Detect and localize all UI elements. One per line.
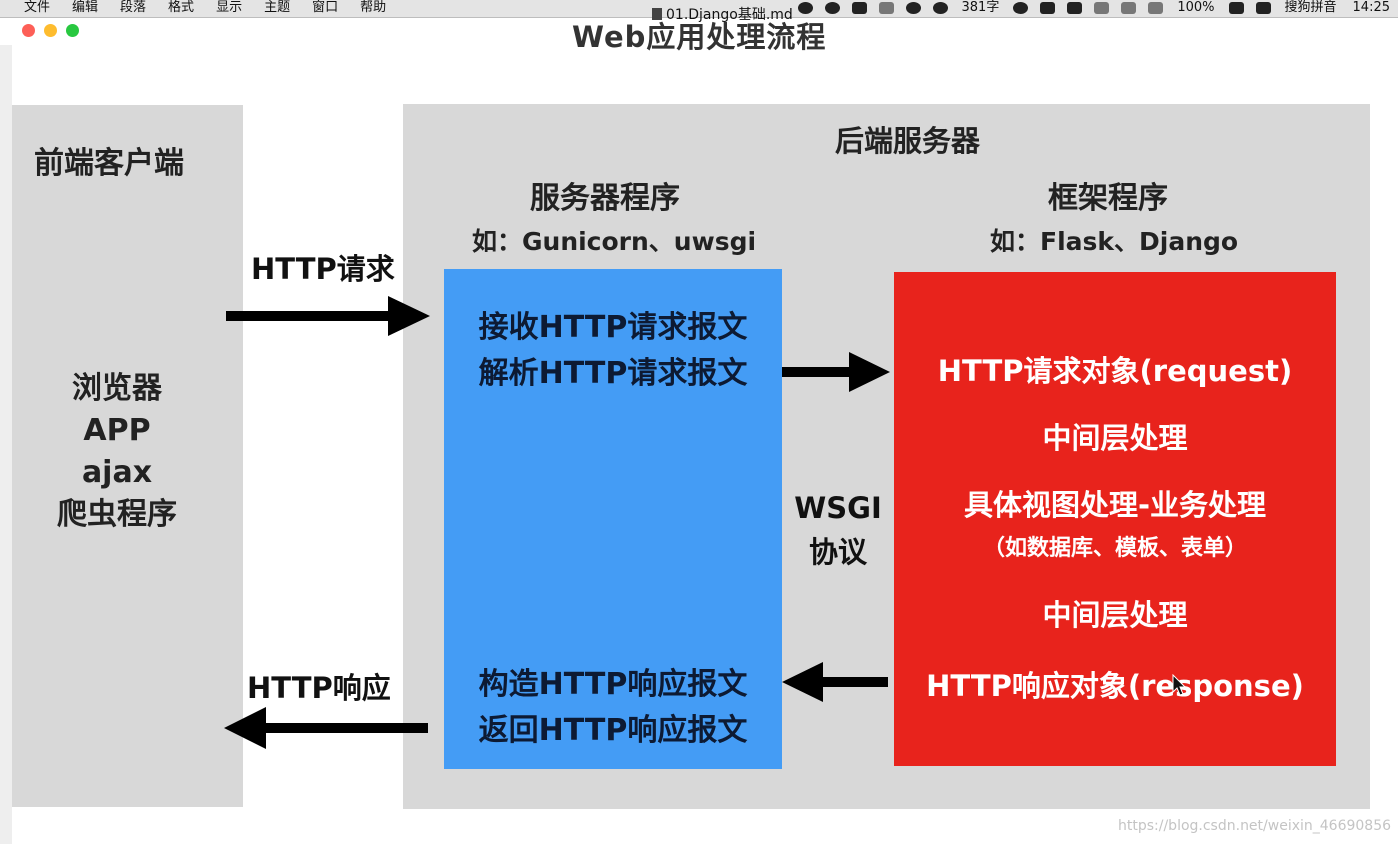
client-item: 浏览器 xyxy=(72,371,162,406)
app-status-icon[interactable] xyxy=(797,1,813,14)
framework-step: HTTP响应对象(response) xyxy=(926,669,1304,703)
diagram-title: Web应用处理流程 xyxy=(572,20,827,54)
window-titlebar xyxy=(0,17,1398,45)
backend-title: 后端服务器 xyxy=(835,124,981,158)
minimize-window-button[interactable] xyxy=(44,24,57,37)
window-title: 01.Django基础.md xyxy=(652,4,793,24)
client-title: 前端客户端 xyxy=(34,146,184,181)
battery-percent: 100% xyxy=(1177,0,1215,15)
framework-step: 中间层处理 xyxy=(1042,421,1188,455)
client-list: 浏览器 APP ajax 爬虫程序 xyxy=(12,368,222,536)
server-step: 解析HTTP请求报文 xyxy=(478,356,748,391)
server-step: 接收HTTP请求报文 xyxy=(478,310,748,345)
client-item: ajax xyxy=(81,455,153,490)
framework-step: 中间层处理 xyxy=(1042,598,1188,632)
system-menubar: 文件 编辑 段落 格式 显示 主题 窗口 帮助 381字 100% 搜狗拼音 1… xyxy=(0,0,1398,18)
cloud-icon[interactable] xyxy=(905,1,921,14)
menu-theme[interactable]: 主题 xyxy=(264,0,291,15)
document-icon xyxy=(652,8,662,20)
http-request-label: HTTP请求 xyxy=(251,252,395,286)
server-step: 返回HTTP响应报文 xyxy=(478,713,748,748)
bluetooth-icon[interactable] xyxy=(1094,1,1110,14)
mouse-cursor-icon xyxy=(1172,674,1186,696)
wsgi-protocol-label: WSGI 协议 xyxy=(782,486,894,574)
clock[interactable]: 14:25 xyxy=(1352,0,1390,15)
framework-program-example: 如：Flask、Django xyxy=(990,227,1239,256)
menu-window[interactable]: 窗口 xyxy=(312,0,339,15)
battery-icon[interactable] xyxy=(1228,1,1244,14)
search-status-icon[interactable] xyxy=(878,1,894,14)
server-step: 构造HTTP响应报文 xyxy=(478,667,748,702)
menu-paragraph[interactable]: 段落 xyxy=(120,0,147,15)
grid-icon[interactable] xyxy=(1067,1,1083,14)
framework-step-note: （如数据库、模板、表单） xyxy=(982,536,1247,561)
menu-view[interactable]: 显示 xyxy=(216,0,243,15)
framework-step: 具体视图处理-业务处理 xyxy=(963,488,1267,522)
emoji-icon[interactable] xyxy=(1013,1,1029,14)
volume-icon[interactable] xyxy=(1148,1,1164,14)
server-program-example: 如：Gunicorn、uwsgi xyxy=(472,227,757,256)
server-program-box xyxy=(444,269,782,769)
framework-program-box xyxy=(894,272,1336,766)
framework-program-title: 框架程序 xyxy=(1048,181,1168,216)
word-count: 381字 xyxy=(961,0,1000,15)
client-item: 爬虫程序 xyxy=(57,497,177,532)
menu-file[interactable]: 文件 xyxy=(24,0,51,15)
input-method-label[interactable]: 搜狗拼音 xyxy=(1284,0,1337,15)
close-window-button[interactable] xyxy=(22,24,35,37)
client-panel xyxy=(12,105,243,807)
wifi-icon[interactable] xyxy=(1121,1,1137,14)
sync-icon[interactable] xyxy=(932,1,948,14)
menu-help[interactable]: 帮助 xyxy=(360,0,387,15)
http-response-label: HTTP响应 xyxy=(247,671,391,705)
status-area: 381字 100% 搜狗拼音 14:25 xyxy=(792,0,1398,15)
wsgi-label: WSGI xyxy=(794,491,882,525)
wechat-icon[interactable] xyxy=(824,1,840,14)
left-sidebar-edge xyxy=(0,45,12,844)
watermark: https://blog.csdn.net/weixin_46690856 xyxy=(1118,818,1392,834)
sogou-icon[interactable] xyxy=(1255,1,1271,14)
window-title-text: 01.Django基础.md xyxy=(666,7,793,23)
menu-edit[interactable]: 编辑 xyxy=(72,0,99,15)
server-program-title: 服务器程序 xyxy=(530,181,680,216)
response-arrow-icon xyxy=(224,707,428,749)
vs-code-icon[interactable] xyxy=(851,1,867,14)
wsgi-forward-arrow-icon xyxy=(782,352,890,392)
protocol-label: 协议 xyxy=(808,535,867,569)
request-arrow-icon xyxy=(226,296,430,336)
shield-icon[interactable] xyxy=(1040,1,1056,14)
menu-format[interactable]: 格式 xyxy=(168,0,195,15)
zoom-window-button[interactable] xyxy=(66,24,79,37)
app-menu-list: 文件 编辑 段落 格式 显示 主题 窗口 帮助 xyxy=(24,0,408,15)
framework-step: HTTP请求对象(request) xyxy=(937,354,1293,388)
wsgi-return-arrow-icon xyxy=(782,662,888,702)
client-item: APP xyxy=(83,413,151,448)
